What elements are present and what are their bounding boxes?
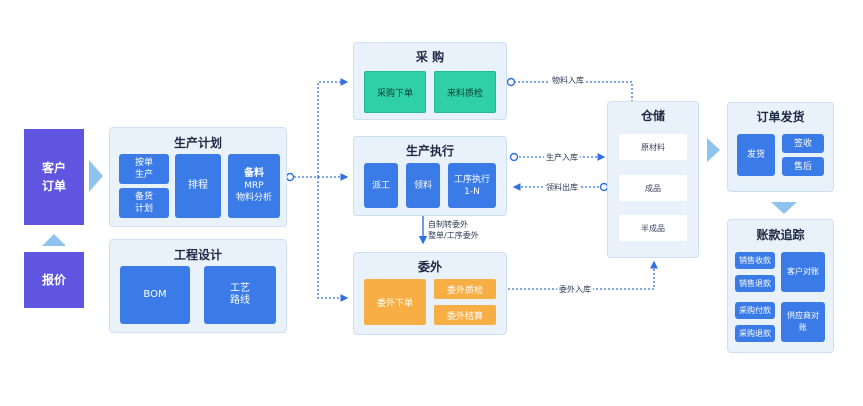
quote-block: 报价: [24, 252, 84, 308]
outsource-title: 委外: [417, 260, 442, 274]
outsource-inspection: 委外质检: [434, 279, 496, 299]
finished-goods: 成品: [619, 175, 687, 201]
material-out-label: 领料出库: [544, 182, 580, 193]
warehouse-title: 仓储: [640, 109, 665, 123]
production-in-label: 生产入库: [544, 152, 580, 163]
material-picking: 领料: [406, 163, 440, 208]
semi-finished-goods: 半成品: [619, 215, 687, 241]
sales-return: 销售退款: [735, 275, 775, 292]
ship: 发货: [737, 134, 775, 176]
self-to-outsource-label: 自制转委外 整单/工序委外: [428, 220, 479, 240]
after-sales: 售后: [782, 157, 824, 176]
dispatch: 派工: [364, 163, 398, 208]
supplier-reconciliation: 供应商对 账: [781, 302, 825, 342]
by-order-production: 按单 生产: [119, 154, 169, 184]
purchase-refund: 采购退款: [735, 325, 775, 342]
scheduling: 排程: [175, 154, 221, 218]
stock-plan: 备货 计划: [119, 188, 169, 218]
receipt: 签收: [782, 134, 824, 153]
sales-receivable: 销售收款: [735, 252, 775, 269]
mrp-title: 备料: [244, 168, 264, 179]
purchase-payment: 采购付款: [735, 302, 775, 319]
raw-materials: 原材料: [619, 134, 687, 160]
chevron-arrow-up: [42, 234, 66, 246]
bom-block: BOM: [120, 266, 190, 324]
mrp-subtitle: MRP 物料分析: [235, 181, 272, 203]
production-execution-title: 生产执行: [405, 144, 454, 158]
material-in-label: 物料入库: [550, 75, 586, 86]
chevron-arrow-right-2: [707, 138, 720, 162]
purchase-order: 采购下单: [364, 71, 426, 113]
accounts-tracking-title: 账款追踪: [756, 228, 805, 242]
incoming-inspection: 来料质检: [434, 71, 496, 113]
outsource-order: 委外下单: [364, 279, 426, 325]
mrp-material-analysis: 备料 MRP 物料分析: [228, 154, 280, 218]
order-shipping-title: 订单发货: [756, 110, 805, 124]
production-plan-title: 生产计划: [173, 136, 222, 150]
customer-order-block: 客户 订单: [24, 129, 84, 225]
purchase-title: 采 购: [415, 50, 445, 64]
chevron-arrow-right-1: [89, 160, 103, 192]
customer-reconciliation: 客户对账: [781, 252, 825, 292]
routing-block: 工艺 路线: [204, 266, 276, 324]
outsource-settlement: 委外结算: [434, 305, 496, 325]
engineering-design-title: 工程设计: [173, 248, 222, 262]
process-execution: 工序执行 1-N: [448, 163, 496, 208]
outsource-in-label: 委外入库: [557, 284, 593, 295]
chevron-arrow-down: [771, 202, 797, 214]
